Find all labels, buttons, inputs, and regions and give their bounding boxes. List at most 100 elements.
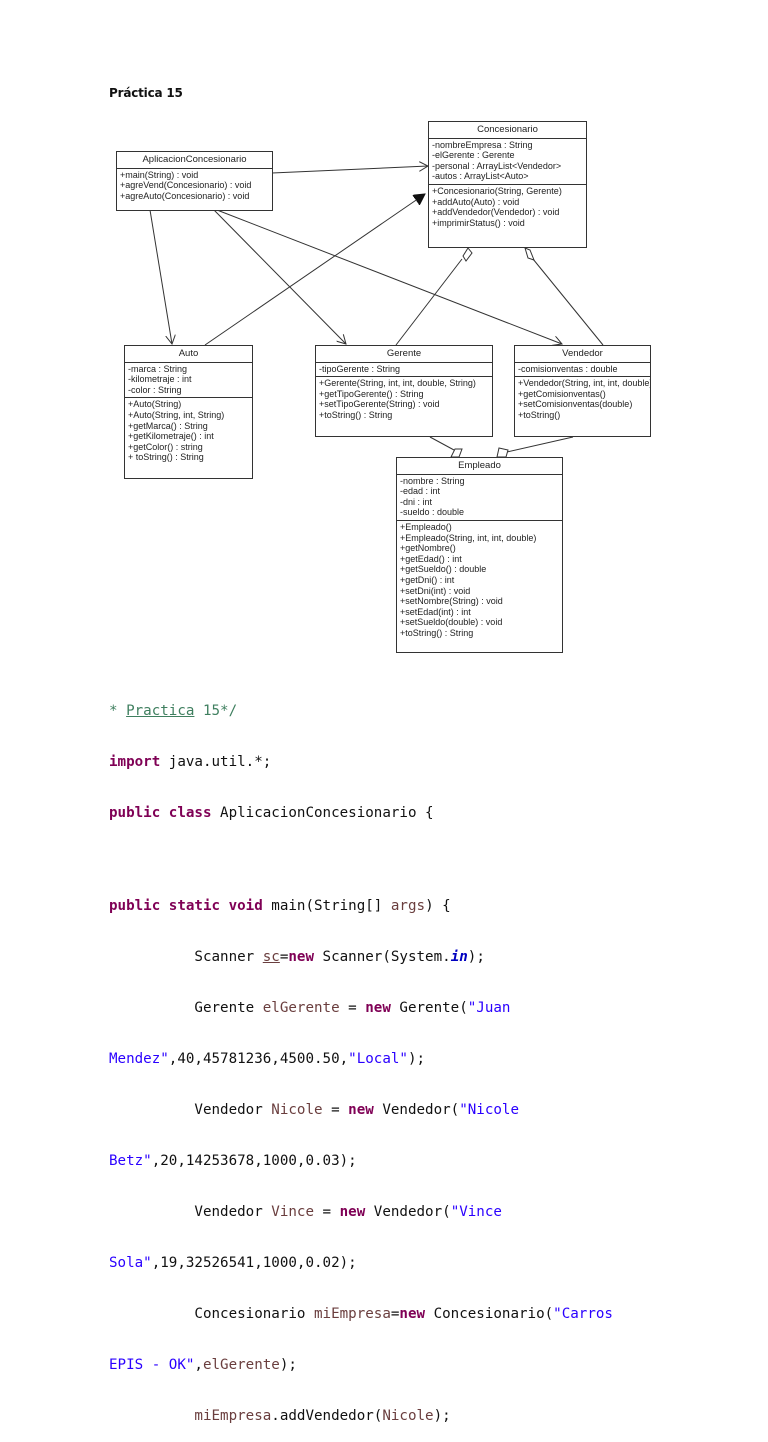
code-line-import: import java.util.*; — [109, 754, 613, 771]
method: +Auto(String) — [128, 399, 182, 410]
class-auto[interactable]: Auto -marca : String -kilometraje : int … — [124, 345, 253, 479]
code-text: = — [279, 949, 289, 965]
code-text: ); — [279, 1357, 297, 1373]
method: +getSueldo() : double — [400, 564, 487, 575]
code-line-scanner: Scanner sc=new Scanner(System.in); — [109, 949, 613, 966]
class-attributes: -nombre : String -edad : int -dni : int … — [397, 475, 562, 521]
class-gerente[interactable]: Gerente -tipoGerente : String +Gerente(S… — [315, 345, 493, 437]
string-literal: EPIS - OK" — [109, 1357, 195, 1373]
code-line-gerente: Gerente elGerente = new Gerente("Juan — [109, 1000, 613, 1017]
variable: elGerente — [202, 1357, 280, 1373]
method: +Auto(String, int, String) — [128, 409, 225, 420]
class-empleado[interactable]: Empleado -nombre : String -edad : int -d… — [396, 457, 563, 653]
method: +agreAuto(Concesionario) : void — [120, 190, 250, 201]
class-name: Auto — [125, 346, 252, 363]
string-literal: "Vince — [450, 1204, 502, 1220]
method: +imprimirStatus() : void — [432, 217, 525, 228]
method: +setSueldo(double) : void — [400, 617, 503, 628]
method: +Concesionario(String, Gerente) — [432, 185, 562, 196]
class-vendedor[interactable]: Vendedor -comisionventas : double +Vende… — [514, 345, 651, 437]
code-text: = — [322, 1102, 349, 1118]
assoc-aplicacion-auto — [149, 209, 172, 344]
variable: sc — [262, 949, 280, 965]
method: +getColor() : string — [128, 441, 203, 452]
assoc-auto-concesionario — [204, 194, 425, 346]
class-attributes: -marca : String -kilometraje : int -colo… — [125, 363, 252, 399]
method: +Empleado(String, int, int, double) — [400, 532, 537, 543]
aggregation-vendedor-concesionario — [532, 258, 604, 346]
static-field: in — [450, 949, 468, 965]
method: +addAuto(Auto) : void — [432, 196, 520, 207]
keyword: new — [288, 949, 315, 965]
class-concesionario[interactable]: Concesionario -nombreEmpresa : String -e… — [428, 121, 587, 248]
code-text: main(String[] — [262, 898, 391, 914]
class-attributes: -comisionventas : double — [515, 363, 650, 378]
method: +setEdad(int) : int — [400, 606, 471, 617]
keyword: public — [109, 805, 161, 821]
code-text: .addVendedor( — [271, 1408, 383, 1424]
variable: Nicole — [271, 1102, 323, 1118]
class-aplicacion-concesionario[interactable]: AplicacionConcesionario +main(String) : … — [116, 151, 273, 211]
attribute: -tipoGerente : String — [319, 363, 401, 374]
code-line-nicole: Vendedor Nicole = new Vendedor("Nicole — [109, 1102, 613, 1119]
code-line-main: public static void main(String[] args) { — [109, 898, 613, 915]
class-attributes: -tipoGerente : String — [316, 363, 492, 378]
class-attributes: -nombreEmpresa : String -elGerente : Ger… — [429, 139, 586, 185]
method: +addVendedor(Vendedor) : void — [432, 207, 560, 218]
class-methods: +Auto(String) +Auto(String, int, String)… — [125, 398, 252, 465]
string-literal: "Nicole — [459, 1102, 520, 1118]
string-literal: "Local" — [348, 1051, 408, 1067]
attribute: -edad : int — [400, 486, 441, 497]
class-name: Concesionario — [429, 122, 586, 139]
generalization-vendedor-empleado — [506, 436, 574, 453]
class-methods: +Empleado() +Empleado(String, int, int, … — [397, 521, 562, 641]
class-name: Empleado — [397, 458, 562, 475]
variable: Vince — [271, 1204, 315, 1220]
code-text: AplicacionConcesionario { — [211, 805, 434, 821]
variable: elGerente — [262, 1000, 340, 1016]
attribute: -elGerente : Gerente — [432, 150, 515, 161]
class-name: Vendedor — [515, 346, 650, 363]
attribute: -comisionventas : double — [518, 363, 618, 374]
method: +getTipoGerente() : String — [319, 388, 424, 399]
class-name: Gerente — [316, 346, 492, 363]
class-methods: +main(String) : void +agreVend(Concesion… — [117, 169, 272, 204]
keyword: void — [228, 898, 263, 914]
code-line-gerente-cont: Mendez",40,45781236,4500.50,"Local"); — [109, 1051, 613, 1068]
attribute: -marca : String — [128, 363, 188, 374]
code-text: Vendedor — [109, 1204, 272, 1220]
variable: Nicole — [382, 1408, 434, 1424]
code-text: ,19,32526541,1000,0.02); — [151, 1255, 357, 1271]
page-title: Práctica 15 — [109, 86, 183, 100]
code-line-nicole-cont: Betz",20,14253678,1000,0.03); — [109, 1153, 613, 1170]
code-gap — [109, 856, 613, 864]
code-text: = — [339, 1000, 366, 1016]
code-text: ); — [407, 1051, 426, 1067]
comment-text: * — [109, 703, 127, 719]
code-text: ,40,45781236,4500.50, — [168, 1051, 349, 1067]
string-literal: "Carros — [553, 1306, 613, 1322]
keyword: import — [109, 754, 161, 770]
attribute: -nombre : String — [400, 475, 465, 486]
aggregation-gerente-concesionario — [395, 258, 463, 346]
method: +agreVend(Concesionario) : void — [120, 180, 252, 191]
code-text: = — [390, 1306, 400, 1322]
method: +getMarca() : String — [128, 420, 208, 431]
method: +toString() : String — [400, 627, 474, 638]
code-text: = — [314, 1204, 340, 1220]
code-text: Vendedor( — [373, 1102, 460, 1118]
code-text: ); — [467, 949, 485, 965]
generalization-triangle-gerente — [450, 448, 463, 458]
code-text: Gerente( — [390, 1000, 468, 1016]
code-line-add-vendedor: miEmpresa.addVendedor(Nicole); — [109, 1408, 613, 1425]
code-text: Gerente — [109, 1000, 263, 1016]
class-methods: +Gerente(String, int, int, double, Strin… — [316, 377, 492, 422]
method: +Empleado() — [400, 521, 452, 532]
code-line-class: public class AplicacionConcesionario { — [109, 805, 613, 822]
class-methods: +Concesionario(String, Gerente) +addAuto… — [429, 185, 586, 230]
attribute: -nombreEmpresa : String — [432, 139, 533, 150]
string-literal: Sola" — [109, 1255, 152, 1271]
string-literal: Betz" — [109, 1153, 152, 1169]
method: +Gerente(String, int, int, double, Strin… — [319, 378, 476, 389]
code-line-comment: * Practica 15*/ — [109, 703, 613, 720]
